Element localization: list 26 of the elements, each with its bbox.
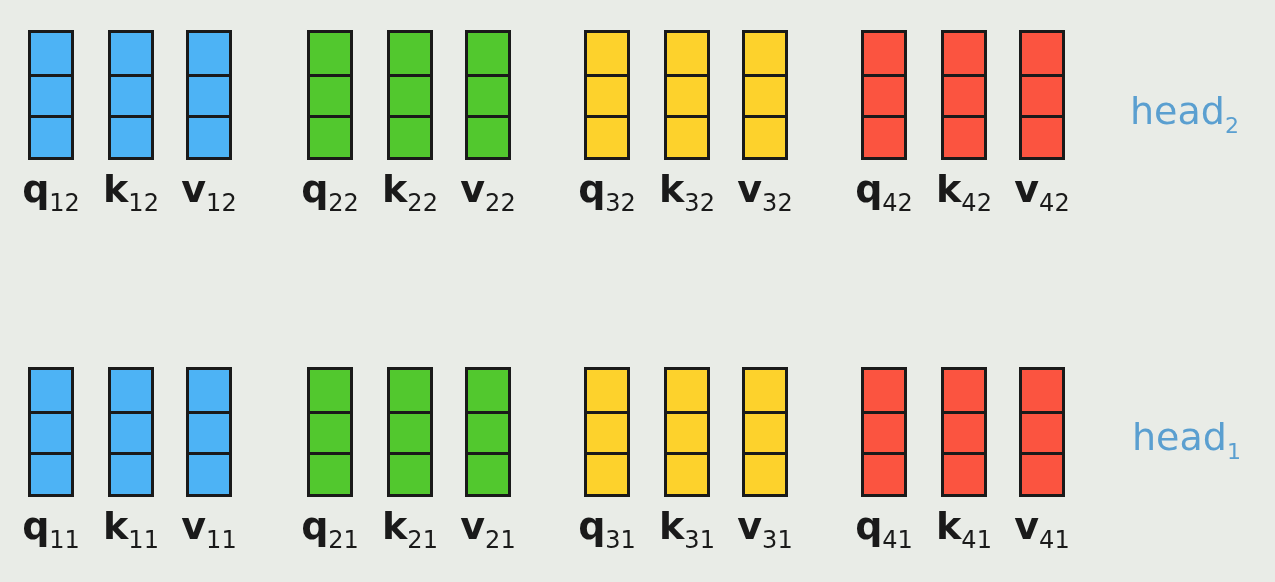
vector-label: v$_{22}$	[460, 170, 516, 215]
vector-label: q$_{42}$	[855, 170, 913, 215]
vector-label: q$_{11}$	[22, 507, 80, 552]
vector-label: k$_{32}$	[659, 170, 715, 215]
vector-label: v$_{42}$	[1014, 170, 1070, 215]
vector-label: k$_{22}$	[382, 170, 438, 215]
vector-label: v$_{12}$	[181, 170, 237, 215]
vector-label: q$_{32}$	[578, 170, 636, 215]
vector-label: q$_{12}$	[22, 170, 80, 215]
vector-label: v$_{31}$	[737, 507, 793, 552]
vector-label: v$_{21}$	[460, 507, 516, 552]
vector-label: v$_{41}$	[1014, 507, 1070, 552]
vector-label: k$_{11}$	[103, 507, 159, 552]
head-label: head$_{1}$	[1132, 418, 1241, 463]
vector-label: v$_{11}$	[181, 507, 237, 552]
vector-label: q$_{41}$	[855, 507, 913, 552]
vector-label: q$_{31}$	[578, 507, 636, 552]
vector-label: q$_{21}$	[301, 507, 359, 552]
vector-label: q$_{22}$	[301, 170, 359, 215]
head-label: head$_{2}$	[1130, 92, 1239, 137]
vector-label: v$_{32}$	[737, 170, 793, 215]
vector-label: k$_{41}$	[936, 507, 992, 552]
vector-label: k$_{12}$	[103, 170, 159, 215]
vector-label: k$_{42}$	[936, 170, 992, 215]
vector-label: k$_{21}$	[382, 507, 438, 552]
vector-label: k$_{31}$	[659, 507, 715, 552]
